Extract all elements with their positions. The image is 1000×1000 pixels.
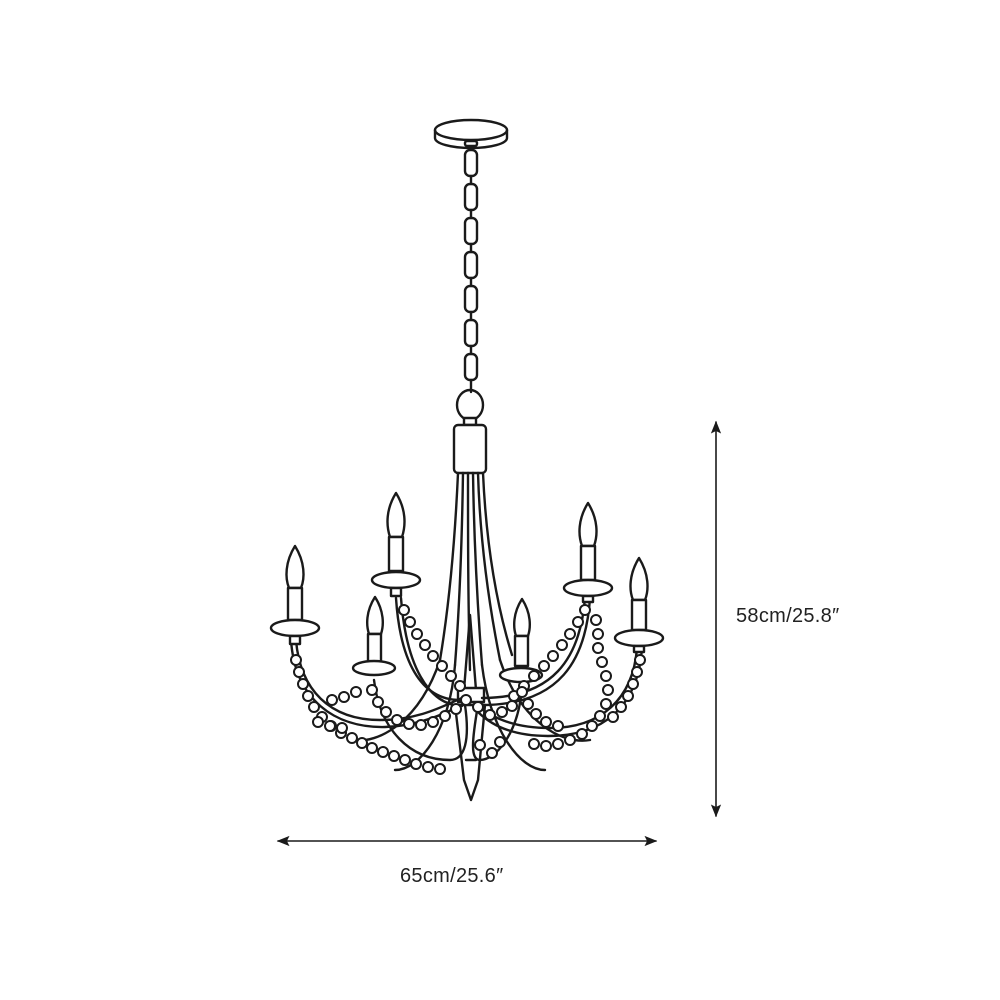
canopy [433, 118, 509, 150]
candle-5 [562, 501, 614, 604]
chain [455, 148, 485, 427]
candle-2 [370, 491, 422, 598]
candle-4 [498, 597, 544, 684]
height-dimension-label: 58cm/25.8″ [736, 605, 840, 627]
candle-6 [613, 556, 665, 654]
width-dimension-label: 65cm/25.6″ [400, 865, 504, 887]
dimension-lines [276, 420, 722, 847]
central-column [438, 423, 514, 802]
candle-3 [351, 595, 397, 677]
bead-garlands [290, 604, 646, 775]
candles [269, 491, 665, 684]
arms [289, 596, 644, 772]
candle-1 [269, 544, 321, 646]
